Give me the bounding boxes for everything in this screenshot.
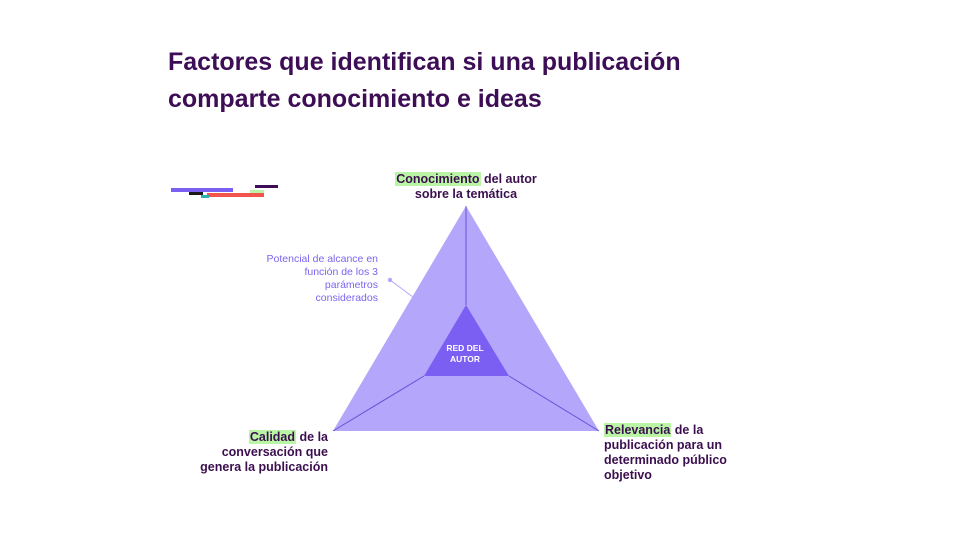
annotation-line-3: parámetros: [324, 279, 378, 291]
dark-bar: [255, 185, 278, 188]
vertex-right-line-2: publicación para un: [604, 438, 723, 452]
purple-bar: [171, 188, 233, 192]
divider-left: [332, 375, 425, 432]
vertex-right-line-4: objetivo: [604, 468, 652, 482]
vertex-label-top: Conocimiento del autor sobre la temática: [380, 172, 552, 202]
vertex-label-left: Calidad de la conversación que genera la…: [180, 430, 328, 475]
annotation-connector: [389, 279, 414, 298]
vertex-top-rest: del autor: [480, 172, 537, 186]
teal-bar: [201, 195, 209, 198]
center-label: RED DEL AUTOR: [432, 343, 498, 365]
reach-annotation: Potencial de alcance en función de los 3…: [232, 253, 379, 305]
vertex-right-rest: de la: [671, 423, 704, 437]
center-label-line-2: AUTOR: [449, 354, 481, 364]
vertex-left-line-3: genera la publicación: [200, 460, 328, 474]
red-bar: [207, 193, 264, 197]
vertex-right-line-1: Relevancia de la: [604, 423, 764, 438]
green-bar: [250, 190, 264, 193]
vertex-top-line-1: Conocimiento del autor: [380, 172, 552, 187]
highlight-conocimiento: Conocimiento: [395, 172, 481, 186]
annotation-dot: [387, 277, 393, 283]
inner-triangle: [424, 305, 509, 376]
black-bar: [189, 192, 203, 195]
vertex-left-line-1: Calidad de la: [180, 430, 328, 445]
vertex-top-line-2: sobre la temática: [414, 187, 518, 201]
title-line-2: comparte conocimiento e ideas: [168, 85, 542, 113]
vertex-left-rest: de la: [296, 430, 329, 444]
divider-right: [508, 375, 600, 432]
page-title: Factores que identifican si una publicac…: [168, 44, 808, 118]
annotation-line-4: considerados: [315, 292, 378, 304]
highlight-relevancia: Relevancia: [604, 423, 672, 437]
title-line-1: Factores que identifican si una publicac…: [168, 48, 681, 76]
vertex-label-right: Relevancia de la publicación para un det…: [604, 423, 764, 483]
annotation-line-1: Potencial de alcance en: [266, 253, 379, 265]
center-label-line-1: RED DEL: [446, 343, 484, 353]
vertex-right-line-3: determinado público: [604, 453, 727, 467]
highlight-calidad: Calidad: [248, 430, 297, 444]
annotation-line-2: función de los 3: [304, 266, 378, 278]
vertex-left-line-2: conversación que: [221, 445, 328, 459]
